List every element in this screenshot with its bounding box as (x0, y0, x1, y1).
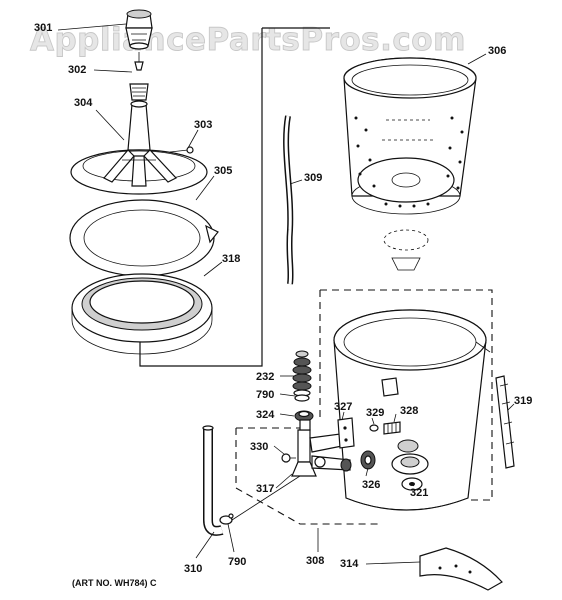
part-317-valve-assembly (291, 419, 352, 477)
part-319-strip (495, 375, 515, 469)
part-303-screw (169, 146, 194, 154)
callout-321: 321 (410, 487, 428, 499)
callout-302: 302 (68, 64, 86, 76)
callout-324: 324 (256, 409, 275, 421)
watermark: AppliancePartsPros.com (30, 22, 466, 58)
callout-318: 318 (222, 253, 240, 265)
part-790-upper-clamp (294, 394, 310, 402)
callout-328: 328 (400, 405, 418, 417)
callout-314: 314 (340, 558, 359, 570)
part-326-grommet (360, 450, 376, 470)
callout-790-lower: 790 (228, 556, 246, 568)
callout-330: 330 (250, 441, 268, 453)
callout-319: 319 (514, 395, 532, 407)
callout-301: 301 (34, 22, 52, 34)
leader-lines (57, 23, 515, 565)
part-314-shield (419, 547, 503, 591)
callout-232: 232 (256, 371, 274, 383)
part-302-agitator-dog (129, 52, 149, 101)
callout-304: 304 (74, 97, 93, 109)
callout-790-upper: 790 (256, 389, 274, 401)
callout-303: 303 (194, 119, 212, 131)
part-232-bellows (292, 350, 312, 397)
callout-306: 306 (488, 45, 506, 57)
part-301-agitator-cap (125, 9, 153, 50)
part-328-bolt (383, 421, 401, 435)
part-306-wash-basket (343, 57, 477, 271)
callout-labels: 301 302 304 303 305 318 309 306 232 790 … (34, 22, 532, 575)
part-310-drain-hose (202, 425, 224, 536)
part-329-washer (369, 424, 379, 432)
callout-308: 308 (306, 555, 324, 567)
part-330-screw (281, 453, 296, 463)
art-number: (ART NO. WH784) C (72, 578, 157, 588)
callout-327: 327 (334, 401, 352, 413)
part-305-ring (69, 199, 219, 277)
callout-326: 326 (362, 479, 380, 491)
part-790-lower-clamp (219, 513, 234, 525)
part-327-bracket (337, 417, 355, 449)
basket-perforations (354, 116, 464, 208)
part-309-hose (283, 115, 294, 285)
callout-305: 305 (214, 165, 232, 177)
callout-329: 329 (366, 407, 384, 419)
part-304-agitator (70, 100, 208, 195)
callout-317: 317 (256, 483, 274, 495)
callout-309: 309 (304, 172, 322, 184)
callout-310: 310 (184, 563, 202, 575)
part-318-tub-cover (71, 273, 213, 355)
